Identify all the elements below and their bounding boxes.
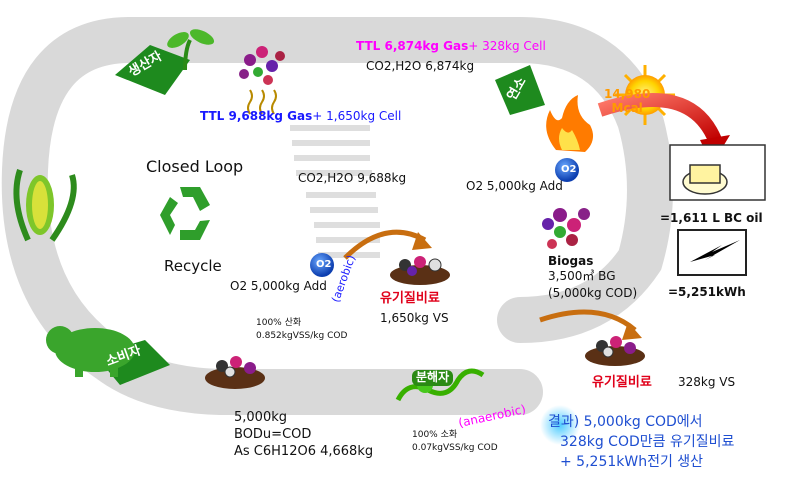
- flame-icon: [546, 95, 594, 152]
- result-line1: 결과) 5,000kg COD에서: [548, 414, 703, 430]
- energy-arrow: [597, 93, 722, 143]
- corn-plant-icon: [13, 169, 77, 242]
- o2-add-left: O2 5,000kg Add: [230, 279, 327, 293]
- fertilizer-pile-lower: [205, 356, 265, 389]
- o2-icon-right: [555, 158, 579, 182]
- pig-icon: [46, 326, 135, 377]
- result-line2: 328kg COD만큼 유기질비료: [560, 434, 735, 450]
- molecule-cluster-biogas: [542, 208, 590, 249]
- fertilizer-pile-upper: [390, 256, 450, 285]
- fertilizer-lower-label: 유기질비료: [592, 375, 652, 390]
- waste-line2: BODu=COD: [234, 427, 312, 442]
- fertilizer-lower-amount: 328kg VS: [678, 375, 736, 389]
- energy-unit: Mcal: [611, 100, 643, 115]
- molecule-cluster-top: [239, 46, 285, 85]
- mid-co2: CO2,H2O 9,688kg: [298, 171, 407, 185]
- steam-lines: [247, 89, 277, 115]
- electricity-icon: [677, 229, 747, 276]
- fertilizer-upper-amount: 1,650kg VS: [380, 311, 449, 325]
- o2-symbol-left: O2: [316, 259, 332, 270]
- biogas-cod: (5,000kg COD): [548, 286, 638, 300]
- o2-symbol-right: O2: [561, 164, 577, 175]
- top-co2: CO2,H2O 6,874kg: [366, 59, 475, 73]
- result-glow: [540, 405, 580, 445]
- o2-icon-left: [310, 253, 334, 277]
- top-gas-cell: TTL 6,874kg Gas+ 328kg Cell: [356, 39, 546, 54]
- combustion-arrow: [495, 65, 545, 115]
- result-line3: + 5,251kWh전기 생산: [560, 454, 704, 470]
- waste-line3: As C6H12O6 4,668kg: [234, 444, 374, 459]
- mid-gas-cell: TTL 9,688kg Gas+ 1,650kg Cell: [200, 109, 402, 124]
- kwh-label: =5,251kWh: [668, 285, 746, 299]
- producer-arrow: [115, 45, 190, 95]
- anaerobic-note-line1: 100% 소화: [412, 430, 458, 440]
- bc-oil-label: =1,611 L BC oil: [660, 211, 763, 225]
- aerobic-note-line1: 100% 산화: [256, 318, 302, 328]
- sprout-icon: [167, 29, 215, 71]
- mid-gas-cell-amount: + 1,650kg Cell: [312, 109, 402, 123]
- mid-gas-ttl: TTL 9,688kg Gas: [200, 109, 313, 123]
- recycle-icon: [160, 187, 210, 240]
- fertilizer-pile-right: [585, 336, 645, 366]
- decomposer-label: 분해자: [412, 370, 454, 386]
- recycle-label: Recycle: [164, 257, 222, 275]
- fertilizer-upper-label: 유기질비료: [380, 291, 440, 306]
- anaerobic-note-line2: 0.07kgVSS/kg COD: [412, 443, 498, 453]
- boiler-icon: [669, 144, 766, 201]
- top-gas-cell-amount: + 328kg Cell: [468, 39, 546, 53]
- closed-loop-title: Closed Loop: [146, 157, 244, 176]
- aerobic-note-line2: 0.852kgVSS/kg COD: [256, 331, 348, 341]
- top-gas-ttl: TTL 6,874kg Gas: [356, 39, 469, 53]
- gas-stripes: [290, 125, 380, 258]
- energy-value: 14,980: [604, 87, 651, 101]
- waste-line1: 5,000kg: [234, 410, 287, 425]
- o2-add-right: O2 5,000kg Add: [466, 179, 563, 193]
- biogas-volume: 3,500㎥ BG: [548, 269, 616, 283]
- energy-label: 14,980 Mcal: [604, 87, 651, 116]
- closed-loop-track: [1, 17, 673, 415]
- biogas-title: Biogas: [548, 254, 594, 268]
